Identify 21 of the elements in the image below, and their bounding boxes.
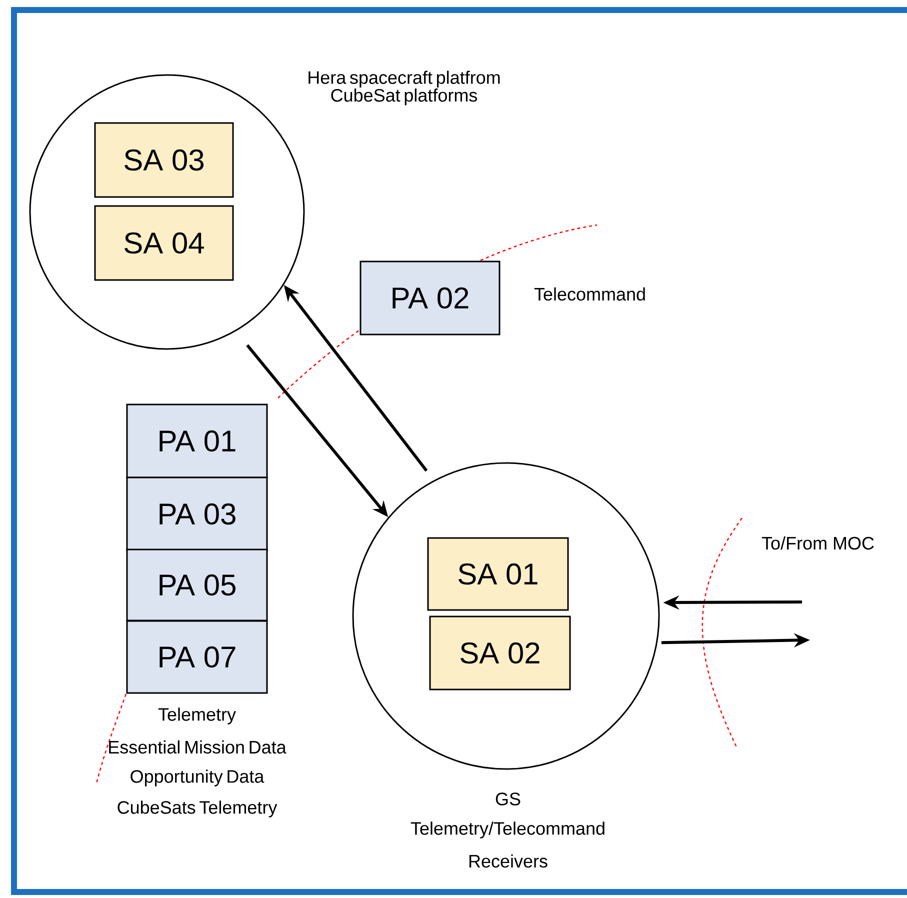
node-caption: Telemetry/Telecommand xyxy=(410,822,604,838)
subsystem-box: SA 01 xyxy=(427,537,569,611)
platform-box: PA 05 xyxy=(126,548,268,622)
node-caption: Telecommand xyxy=(534,287,645,301)
platform-box: PA 01 xyxy=(126,404,268,478)
platform-box: PA 03 xyxy=(126,476,268,552)
subsystem-box: SA 03 xyxy=(94,122,234,198)
platform-box: PA 02 xyxy=(360,260,500,336)
node-caption: GS xyxy=(496,792,520,806)
node-caption: Telemetry xyxy=(158,708,236,724)
node-caption: CubeSats Telemetry xyxy=(118,800,278,818)
station-circle xyxy=(29,74,305,350)
label: To/From MOC xyxy=(762,536,874,550)
subsystem-box: SA 04 xyxy=(94,205,234,281)
station-circle xyxy=(352,462,660,770)
node-caption: Receivers xyxy=(469,854,548,868)
subsystem-box: SA 02 xyxy=(429,616,571,690)
node-caption: Opportunity Data xyxy=(130,770,264,786)
node-caption: Essential Mission Data xyxy=(109,740,286,754)
platform-box: PA 07 xyxy=(126,620,268,694)
node-caption: Hera spacecraft platfrom CubeSat platforms xyxy=(308,70,500,106)
